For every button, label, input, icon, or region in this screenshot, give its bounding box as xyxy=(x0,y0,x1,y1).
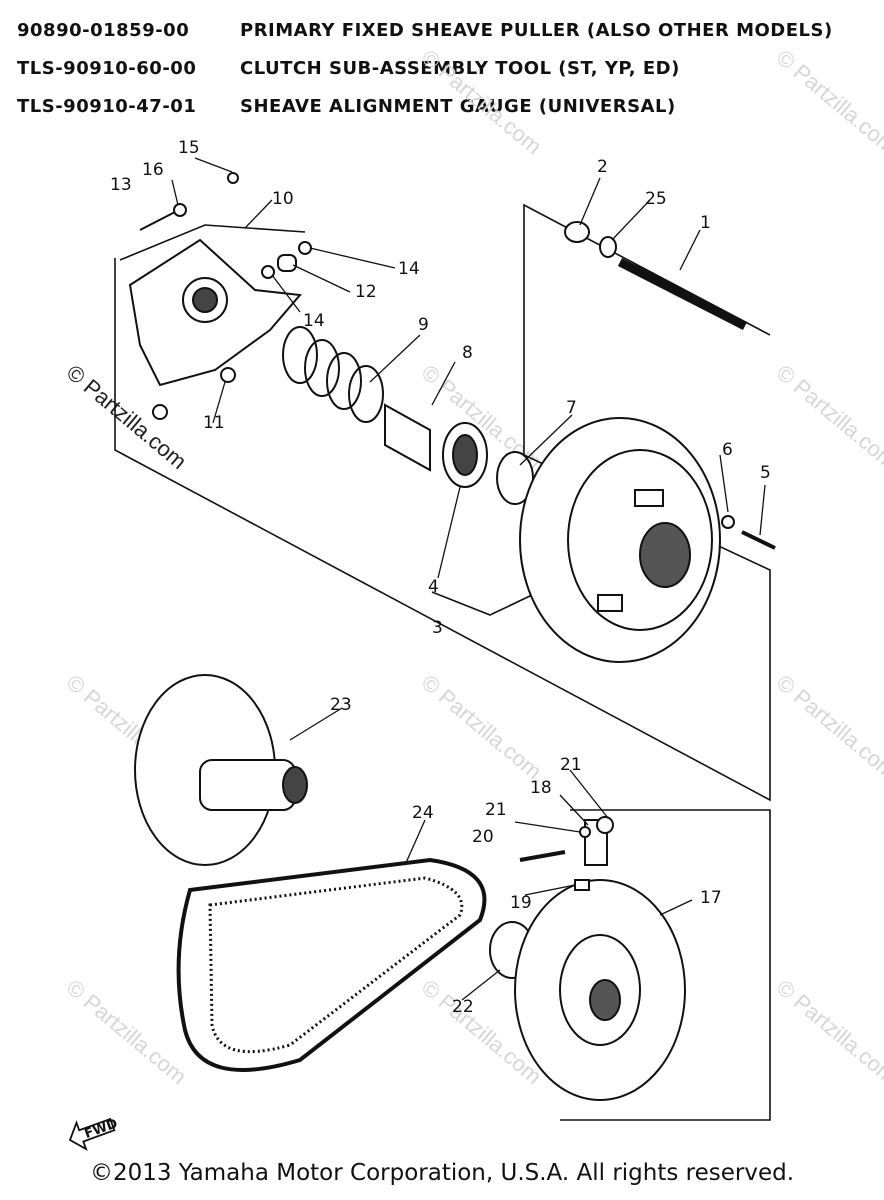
washer-part-2 xyxy=(564,221,590,243)
callout-label: 6 xyxy=(722,440,733,460)
tool-part-number: TLS-90910-60-00 xyxy=(17,58,197,79)
drive-pulley-assembly xyxy=(128,172,776,663)
tool-description: SHEAVE ALIGNMENT GAUGE (UNIVERSAL) xyxy=(240,96,676,117)
callout-label: 24 xyxy=(412,803,434,823)
callout-label: 14 xyxy=(303,311,325,331)
sheave-weight-slot xyxy=(634,489,664,507)
watermark-text: © Partzilla.com xyxy=(62,975,192,1089)
callout-label: 21 xyxy=(485,800,507,820)
primary-sliding-sheave-part-3 xyxy=(519,417,721,663)
bolt-part-1 xyxy=(617,257,748,331)
callout-label: 22 xyxy=(452,997,474,1017)
bolt-part-13 xyxy=(139,211,176,231)
callout-label: 15 xyxy=(178,138,200,158)
bolt-part-5 xyxy=(741,530,776,550)
pin-part-20 xyxy=(519,850,566,862)
tool-row: 90890-01859-00 PRIMARY FIXED SHEAVE PULL… xyxy=(0,20,884,50)
callout-label: 21 xyxy=(560,755,582,775)
collar-part-12 xyxy=(277,254,297,272)
callout-label: 19 xyxy=(510,893,532,913)
tool-row: TLS-90910-60-00 CLUTCH SUB-ASSEMBLY TOOL… xyxy=(0,58,884,88)
bolt-part-11-right xyxy=(220,367,236,383)
callout-label: 5 xyxy=(760,463,771,483)
callout-label: 9 xyxy=(418,315,429,335)
callout-label: 3 xyxy=(432,618,443,638)
callout-label: 12 xyxy=(355,282,377,302)
callout-label: 14 xyxy=(398,259,420,279)
watermark-layer: © Partzilla.com © Partzilla.com © Partzi… xyxy=(62,45,884,1089)
secondary-pulley-assembly xyxy=(134,674,686,1101)
secondary-sheave-shaft xyxy=(199,759,296,811)
callout-label: 1 xyxy=(700,213,711,233)
callout-label: 20 xyxy=(472,827,494,847)
nut-part-6 xyxy=(721,515,735,529)
washer-part-14-upper xyxy=(298,241,312,255)
watermark-text: © Partzilla.com xyxy=(417,45,547,159)
callout-label: 7 xyxy=(566,398,577,418)
callout-label: 11 xyxy=(203,413,225,433)
copyright-notice: ©2013 Yamaha Motor Corporation, U.S.A. A… xyxy=(89,1160,795,1186)
sheave-weight-slot xyxy=(597,594,623,612)
callout-label: 2 xyxy=(597,157,608,177)
bolt-part-11-left xyxy=(152,404,168,420)
fwd-label: FWD xyxy=(83,1116,120,1142)
drive-belt-part-24 xyxy=(176,857,487,1072)
callout-label: 18 xyxy=(530,778,552,798)
watermark-text: © Partzilla.com xyxy=(772,975,884,1089)
leader-lines xyxy=(171,157,766,1001)
washer-part-25 xyxy=(599,236,617,258)
part-callouts: 1 2 3 4 5 6 7 8 9 10 11 12 13 14 14 15 1… xyxy=(110,138,771,1017)
tool-row: TLS-90910-47-01 SHEAVE ALIGNMENT GAUGE (… xyxy=(0,96,884,126)
nut-part-15 xyxy=(227,172,239,184)
callout-label: 17 xyxy=(700,888,722,908)
fwd-arrow-icon xyxy=(68,1117,116,1152)
watermark-text: © Partzilla.com xyxy=(772,360,884,474)
callout-label: 23 xyxy=(330,695,352,715)
forward-direction-arrow: FWD xyxy=(68,1116,120,1152)
tool-description: PRIMARY FIXED SHEAVE PULLER (ALSO OTHER … xyxy=(240,20,833,41)
washer-part-16 xyxy=(173,203,187,217)
cam-nut-part-21 xyxy=(596,816,614,834)
bolt-part-19 xyxy=(574,879,590,891)
bushing-bore xyxy=(192,287,218,313)
spacer-sleeve-part-8 xyxy=(384,403,431,472)
washer-part-14-lower xyxy=(261,265,275,279)
washer-part-21 xyxy=(579,826,591,838)
tool-part-number: 90890-01859-00 xyxy=(17,20,190,41)
tool-description: CLUTCH SUB-ASSEMBLY TOOL (ST, YP, ED) xyxy=(240,58,680,79)
callout-label: 16 xyxy=(142,160,164,180)
callout-label: 4 xyxy=(428,577,439,597)
spring-coil-part-9 xyxy=(282,326,318,384)
callout-label: 10 xyxy=(272,189,294,209)
callout-label: 13 xyxy=(110,175,132,195)
watermark-text: © Partzilla.com xyxy=(772,670,884,784)
tool-part-number: TLS-90910-47-01 xyxy=(17,96,197,117)
callout-label: 8 xyxy=(462,343,473,363)
sheave-hub-bore xyxy=(639,522,691,588)
watermark-text: © Partzilla.com xyxy=(772,45,884,159)
callout-label: 25 xyxy=(645,189,667,209)
watermark-text: © Partzilla.com xyxy=(417,670,547,784)
